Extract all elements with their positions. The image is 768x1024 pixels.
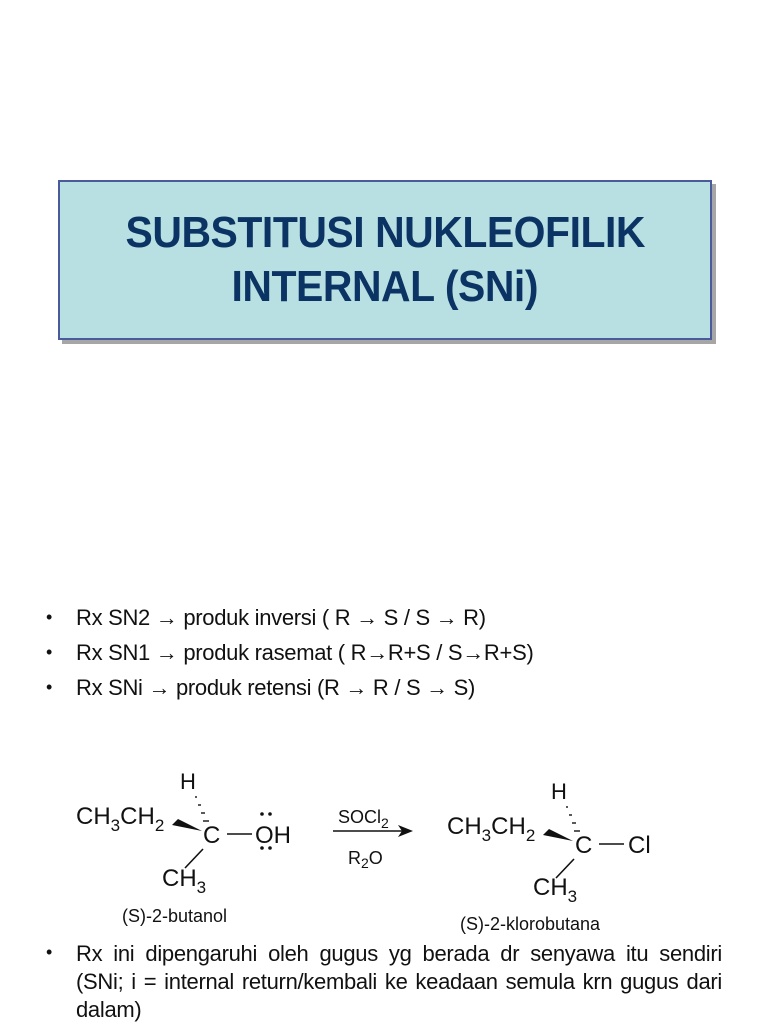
bullet-text: Rx SN2 → produk inversi ( R → S / S → R) (76, 605, 486, 630)
reactant-hydroxyl: OH (255, 822, 291, 849)
title-line-1: SUBSTITUSI NUKLEOFILIK (125, 208, 645, 257)
bullet-dot-icon: • (46, 677, 53, 697)
reaction-diagram: H CH3CH2 C OH CH3 (76, 769, 651, 934)
product-bottom-group: CH3 (533, 874, 577, 906)
product-chlorine: Cl (628, 832, 651, 859)
reaction-scheme: H CH3CH2 C OH CH3 (0, 760, 768, 940)
single-bond-icon (555, 858, 575, 879)
product-center-carbon: C (575, 832, 592, 859)
final-bullet: • Rx ini dipengaruhi oleh gugus yg berad… (40, 940, 722, 1024)
bullet-text: Rx SNi → produk retensi (R → R / S → S) (76, 675, 476, 700)
reactant-name: (S)-2-butanol (122, 906, 227, 926)
lone-pair-icon (260, 812, 272, 850)
bullet-dot-icon: • (46, 642, 53, 662)
reactant-bottom-group: CH3 (162, 865, 206, 897)
bullet-dot-icon: • (46, 942, 53, 962)
arrow-head-icon (398, 825, 413, 837)
wedge-bond-icon (543, 829, 573, 841)
title-line-2: INTERNAL (SNi) (231, 262, 539, 311)
product-structure: H CH3CH2 C Cl CH3 (S)-2-klorobutana (447, 779, 651, 934)
reactant-structure: H CH3CH2 C OH CH3 (76, 769, 291, 926)
wedge-bond-icon (172, 819, 202, 831)
product-h-label: H (551, 779, 567, 804)
reagent-top: SOCl2 (338, 807, 389, 831)
reaction-arrow: SOCl2 R2O (333, 807, 413, 871)
reagent-bottom: R2O (348, 848, 383, 871)
product-name: (S)-2-klorobutana (460, 914, 601, 934)
hashed-bond-icon (195, 796, 209, 822)
final-bullet-text: Rx ini dipengaruhi oleh gugus yg berada … (76, 941, 722, 1022)
bullet-text: Rx SN1 → produk rasemat ( R→R+S / S→R+S) (76, 640, 534, 665)
hashed-bond-icon (566, 806, 580, 832)
reactant-center-carbon: C (203, 822, 220, 849)
single-bond-icon (184, 848, 204, 869)
bullet-item-sni: • Rx SNi → produk retensi (R → R / S → S… (40, 670, 533, 705)
reactant-h-label: H (180, 769, 196, 794)
product-left-group: CH3CH2 (447, 813, 535, 845)
bullet-dot-icon: • (46, 607, 53, 627)
bullet-item-sn1: • Rx SN1 → produk rasemat ( R→R+S / S→R+… (40, 635, 534, 670)
bullet-list: • Rx SN2 → produk inversi ( R → S / S → … (40, 600, 534, 705)
bullet-item-sn2: • Rx SN2 → produk inversi ( R → S / S → … (40, 600, 533, 635)
title-box: SUBSTITUSI NUKLEOFILIK INTERNAL (SNi) (58, 180, 712, 340)
reactant-left-group: CH3CH2 (76, 803, 164, 835)
